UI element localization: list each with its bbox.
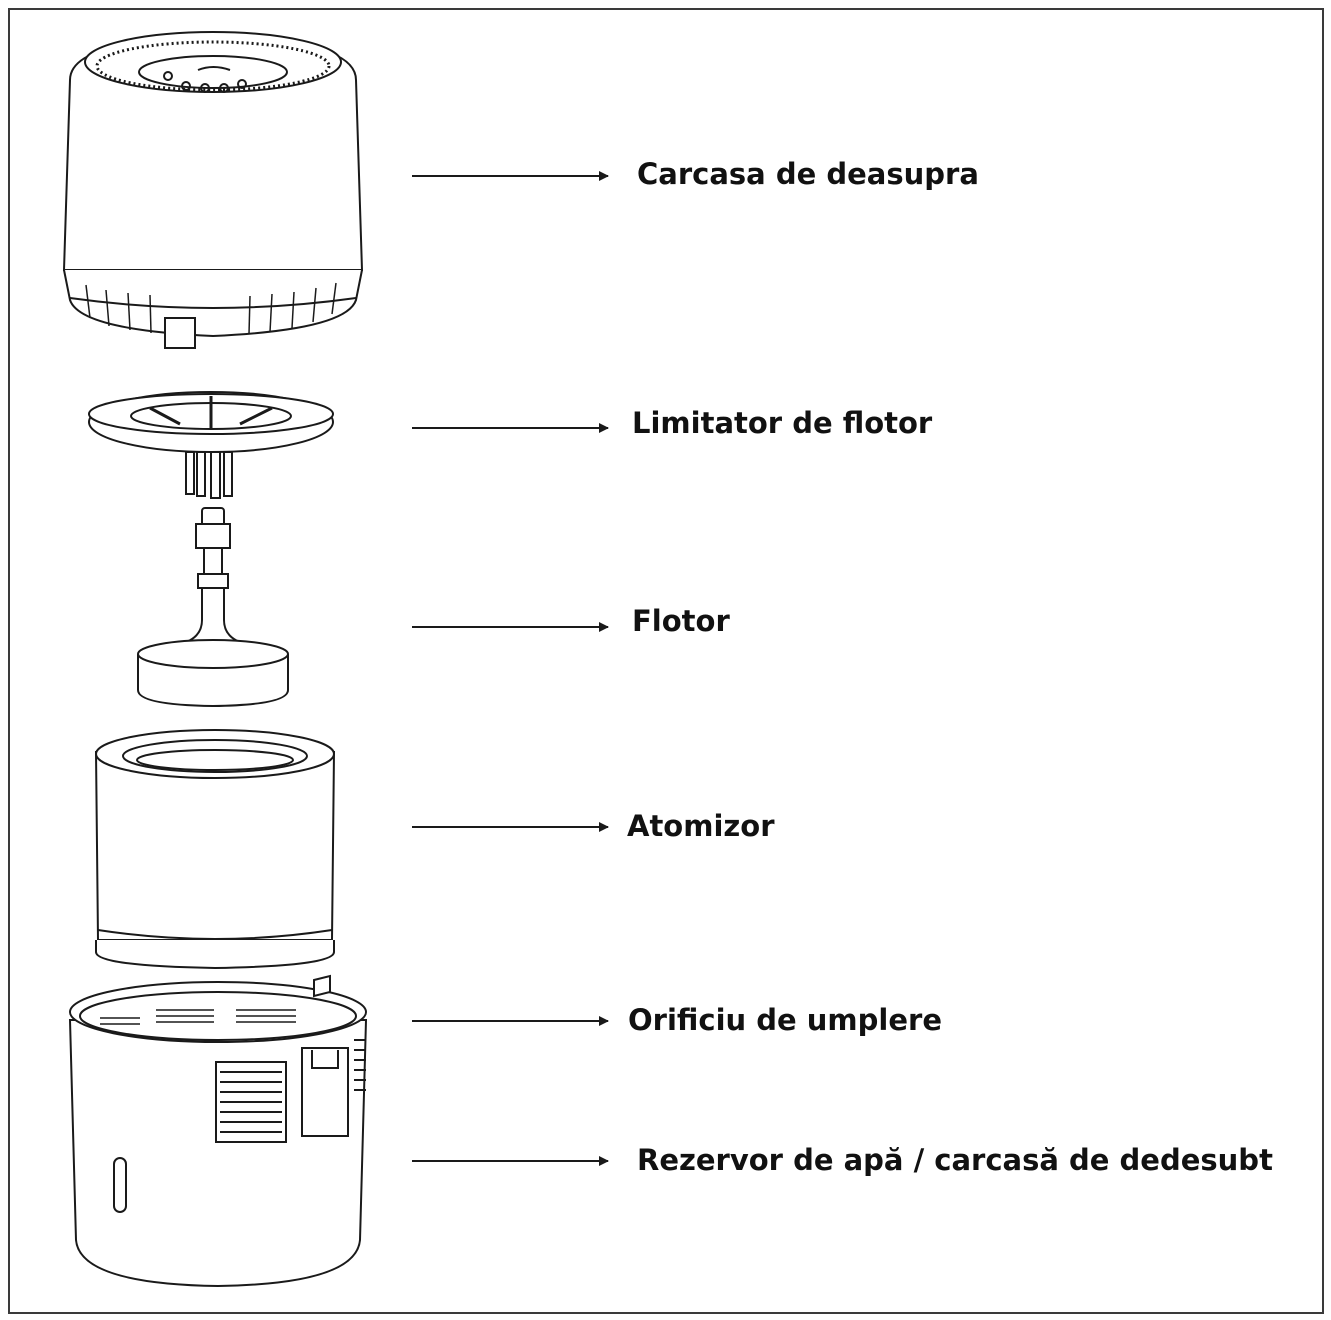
atomizer-drawing xyxy=(94,729,336,970)
label-top-housing: Carcasa de deasupra xyxy=(637,157,979,191)
diagram-frame xyxy=(8,8,1324,1314)
label-float: Flotor xyxy=(632,604,730,638)
label-fill-hole: Orificiu de umplere xyxy=(628,1003,942,1037)
top-housing-drawing xyxy=(62,31,364,349)
water-tank-drawing xyxy=(68,974,368,1288)
label-atomizer: Atomizor xyxy=(627,809,775,843)
label-water-tank: Rezervor de apă / carcasă de dedesubt xyxy=(637,1143,1273,1177)
float-limiter-drawing xyxy=(88,391,334,499)
leader-arrows xyxy=(412,171,609,1166)
label-float-limiter: Limitator de flotor xyxy=(632,406,933,440)
float-drawing xyxy=(137,507,289,708)
